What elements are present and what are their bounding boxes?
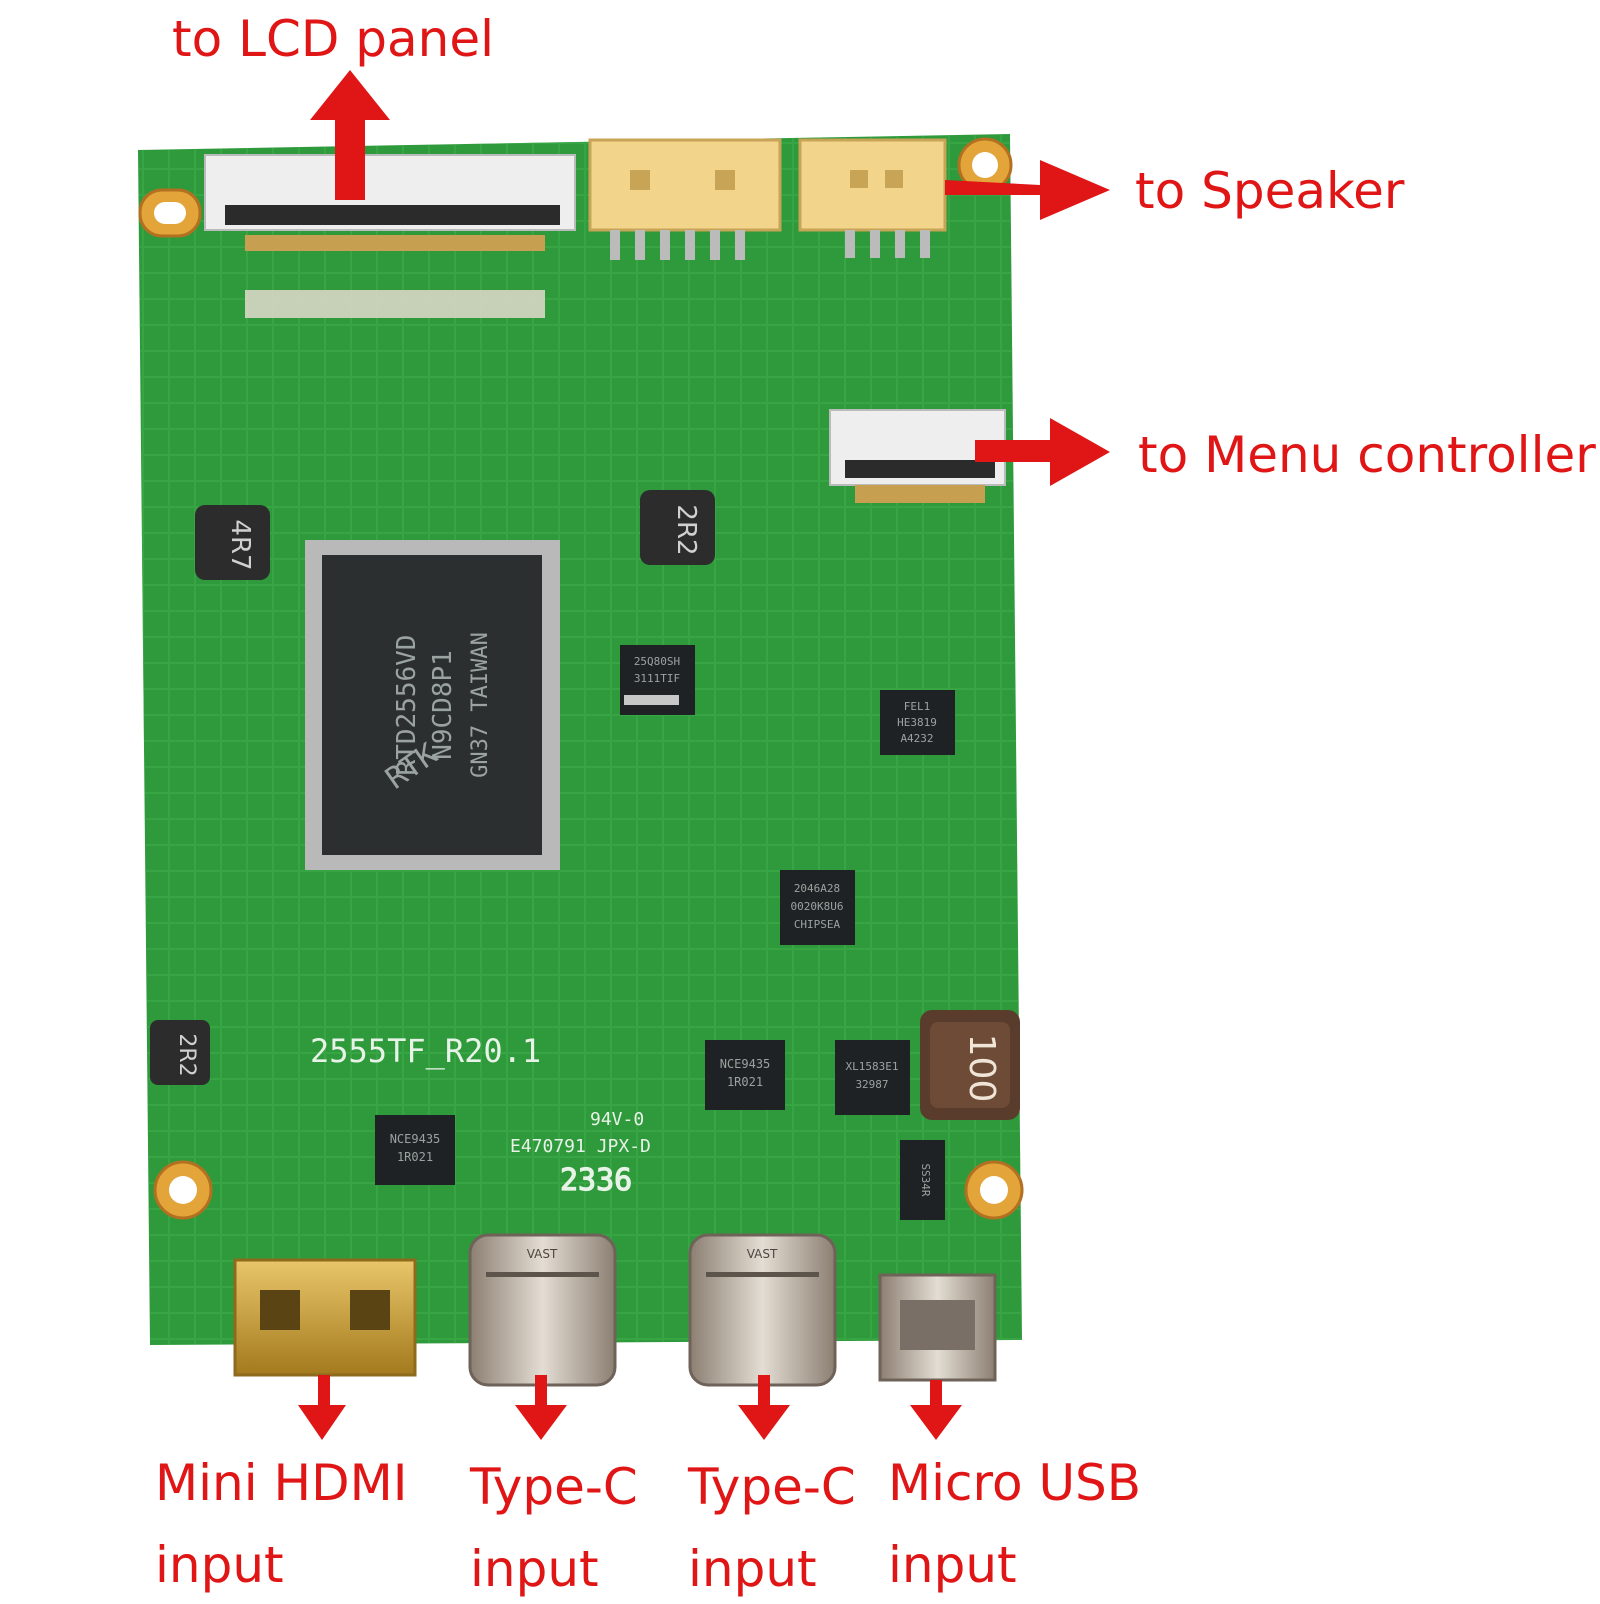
label-type-c-1: Type-C bbox=[470, 1458, 638, 1516]
svg-text:32987: 32987 bbox=[855, 1078, 888, 1091]
svg-text:A4232: A4232 bbox=[900, 732, 933, 745]
svg-text:4R7: 4R7 bbox=[225, 519, 255, 570]
mosfet-chip-right: NCE9435 1R021 bbox=[705, 1040, 785, 1110]
arrows bbox=[298, 70, 1110, 1440]
svg-text:3111TIF: 3111TIF bbox=[634, 672, 680, 685]
svg-text:VAST: VAST bbox=[527, 1247, 558, 1261]
arrow-up-lcd bbox=[310, 70, 390, 200]
main-chip: RTD2556VD N9CD8P1 GN37 TAIWAN RTK bbox=[305, 540, 560, 870]
arrow-down-type-c-2 bbox=[738, 1375, 790, 1440]
arrow-down-hdmi bbox=[298, 1375, 346, 1440]
label-to-speaker: to Speaker bbox=[1135, 162, 1405, 220]
svg-text:CHIPSEA: CHIPSEA bbox=[794, 918, 841, 931]
label-to-lcd-panel: to LCD panel bbox=[172, 10, 494, 68]
svg-text:XL1583E1: XL1583E1 bbox=[846, 1060, 899, 1073]
main-chip-line3: GN37 TAIWAN bbox=[468, 632, 493, 778]
label-micro-usb-input: input bbox=[888, 1536, 1017, 1594]
label-mini-hdmi-input: input bbox=[155, 1536, 284, 1594]
inductor-4r7: 4R7 bbox=[195, 505, 270, 580]
buck-converter-chip: XL1583E1 32987 bbox=[835, 1040, 910, 1115]
lcd-fpc-connector bbox=[204, 154, 576, 318]
svg-text:2046A28: 2046A28 bbox=[794, 882, 840, 895]
main-chip-line1: RTD2556VD bbox=[392, 635, 422, 776]
arrow-right-speaker bbox=[945, 160, 1110, 220]
jst-header-top bbox=[588, 138, 782, 260]
svg-text:SS34R: SS34R bbox=[919, 1163, 932, 1196]
ul-code-silkscreen: E470791 JPX-D bbox=[510, 1136, 651, 1157]
usb-c-port-2: VAST bbox=[688, 1233, 837, 1387]
inductor-2r2-top: 2R2 bbox=[640, 490, 715, 565]
label-mini-hdmi: Mini HDMI bbox=[155, 1454, 408, 1512]
label-to-menu-controller: to Menu controller bbox=[1138, 426, 1596, 484]
arrow-down-type-c-1 bbox=[515, 1375, 567, 1440]
label-type-c-2: Type-C bbox=[688, 1458, 856, 1516]
label-type-c-2-input: input bbox=[688, 1540, 817, 1598]
main-chip-line2: N9CD8P1 bbox=[428, 650, 458, 760]
usb-c-port-1: VAST bbox=[468, 1233, 617, 1387]
power-inductor: 100 bbox=[920, 1010, 1020, 1120]
pd-controller-chip: 2046A28 0020K8U6 CHIPSEA bbox=[780, 870, 855, 945]
label-micro-usb: Micro USB bbox=[888, 1454, 1142, 1512]
svg-text:1R021: 1R021 bbox=[397, 1150, 433, 1164]
svg-text:NCE9435: NCE9435 bbox=[720, 1057, 771, 1071]
schottky-diode: SS34R bbox=[900, 1140, 945, 1220]
svg-text:1R021: 1R021 bbox=[727, 1075, 763, 1089]
svg-text:2R2: 2R2 bbox=[671, 504, 701, 555]
inductor-2r2-bottom: 2R2 bbox=[150, 1020, 210, 1085]
arrow-down-micro-usb bbox=[910, 1380, 962, 1440]
mini-hdmi-port bbox=[233, 1258, 417, 1377]
pcb bbox=[138, 134, 1022, 1345]
audio-amp-chip: FEL1 HE3819 A4232 bbox=[880, 690, 955, 755]
svg-text:25Q80SH: 25Q80SH bbox=[634, 655, 680, 668]
svg-text:VAST: VAST bbox=[747, 1247, 778, 1261]
rating-silkscreen: 94V-0 bbox=[590, 1109, 644, 1130]
micro-usb-port bbox=[878, 1273, 997, 1382]
date-code-silkscreen: 2336 bbox=[560, 1163, 632, 1198]
serial-flash-chip: 25Q80SH 3111TIF bbox=[620, 645, 695, 715]
arrow-right-menu bbox=[975, 418, 1110, 486]
label-type-c-1-input: input bbox=[470, 1540, 599, 1598]
svg-text:HE3819: HE3819 bbox=[897, 716, 937, 729]
mosfet-chip-left: NCE9435 1R021 bbox=[375, 1115, 455, 1185]
svg-text:100: 100 bbox=[961, 1034, 1002, 1103]
jst-speaker-header bbox=[798, 138, 947, 258]
svg-text:0020K8U6: 0020K8U6 bbox=[791, 900, 844, 913]
svg-text:NCE9435: NCE9435 bbox=[390, 1132, 441, 1146]
board-model-silkscreen: 2555TF_R20.1 bbox=[310, 1032, 541, 1070]
svg-text:2R2: 2R2 bbox=[174, 1033, 199, 1076]
svg-text:FEL1: FEL1 bbox=[904, 700, 931, 713]
